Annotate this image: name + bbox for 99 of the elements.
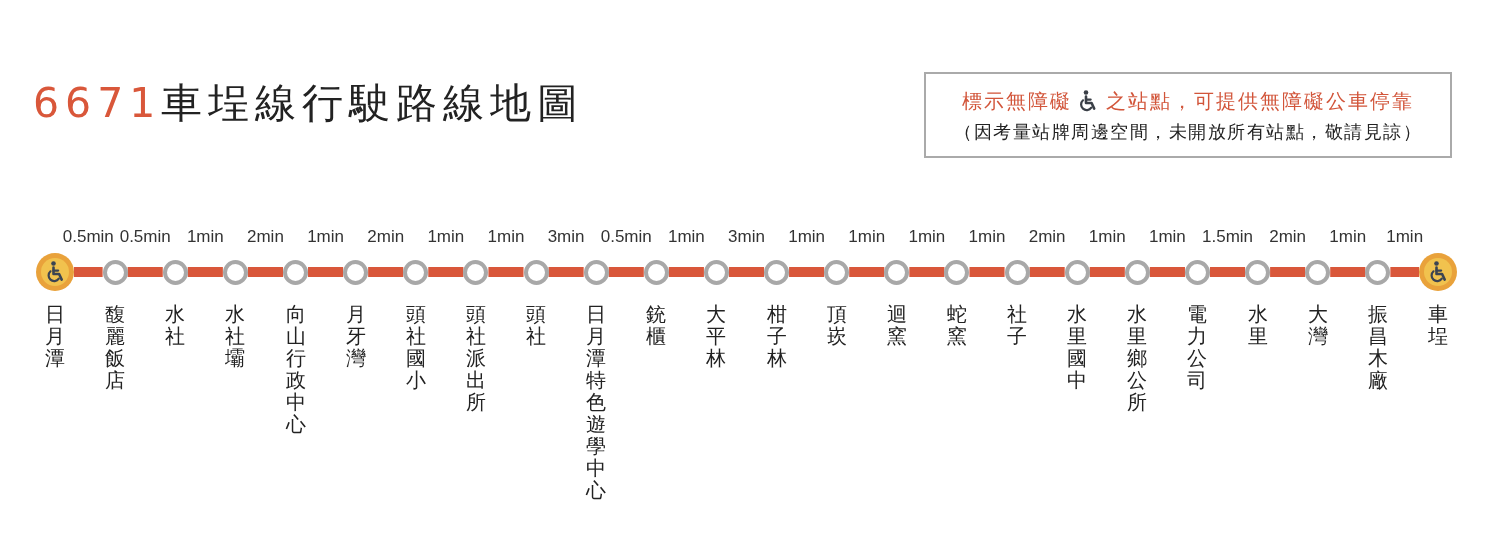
note-text: 之站點，可提供無障礙公車停靠 [1106,88,1414,113]
travel-time-label: 1min [1148,227,1186,247]
route-line [308,267,344,277]
station-name: 頭社 [526,303,547,347]
station-circle-icon [884,259,910,285]
route-line [1149,267,1185,277]
station-name: 銃櫃 [646,303,667,347]
station-name: 社子 [1007,303,1028,347]
route-line [74,267,103,277]
travel-time-label: 2min [1269,227,1307,247]
station-name: 大灣 [1307,303,1328,347]
travel-time-label: 0.5min [119,227,171,247]
note-text: （因考量站牌周邊空間，未開放所有站點，敬請見諒） [954,120,1422,143]
travel-time-label: 1min [908,227,946,247]
travel-time-label: 1min [307,227,344,247]
wheelchair-icon [1419,253,1457,291]
route-line [668,267,704,277]
route-line [247,267,283,277]
station-name: 月牙灣 [345,303,366,369]
route-line [1029,267,1065,277]
route-line [368,267,404,277]
station-name: 水里鄉公所 [1127,303,1148,413]
station-name: 迴窯 [886,303,907,347]
travel-time-label: 1min [1329,227,1367,247]
station-circle-icon [162,259,188,285]
station-name: 頂崁 [826,303,847,347]
route-line [1089,267,1125,277]
station-name: 水里 [1247,303,1268,347]
route-line [127,267,163,277]
station-name: 電力公司 [1187,303,1208,391]
route-line [1270,267,1306,277]
station-name: 頭社派出所 [465,303,486,413]
station-name: 蛇窯 [946,303,967,347]
station-circle-icon [1004,259,1030,285]
travel-time-label: 1min [788,227,826,247]
station-name: 日月潭 [45,303,65,369]
station-name: 大平林 [706,303,727,369]
station-name: 水里國中 [1067,303,1088,391]
travel-time-label: 2min [247,227,284,247]
route-line [548,267,584,277]
route-line [1330,267,1366,277]
station-circle-icon [283,259,308,285]
station-name: 車埕 [1428,303,1448,347]
route-line [488,267,524,277]
travel-time-label: 1min [1386,227,1424,247]
station-circle-icon [1245,259,1271,285]
route-line [187,267,223,277]
travel-time-label: 1min [848,227,886,247]
station-circle-icon [703,259,729,285]
travel-time-label: 3min [728,227,765,247]
route-line [1390,267,1419,277]
route-line [1209,267,1246,277]
station-circle-icon [824,259,850,285]
route-line [728,267,765,277]
station-circle-icon [523,259,549,285]
route-line [608,267,644,277]
title: 6671車埕線行駛路線地圖 [33,79,585,129]
station-circle-icon [1184,259,1210,285]
travel-time-label: 1min [487,227,525,247]
station-circle-icon [944,259,970,285]
station-name: 柑子林 [766,303,787,369]
station-name: 向山行政中心 [285,303,306,435]
wheelchair-icon [36,253,74,291]
route-line [789,267,825,277]
route-line [909,267,945,277]
station-name: 頭社國小 [405,303,426,391]
station-circle-icon [1365,259,1391,285]
station-circle-icon [583,259,609,285]
station-circle-icon [1064,259,1090,285]
travel-time-label: 0.5min [62,227,114,247]
travel-time-label: 2min [367,227,405,247]
travel-time-label: 1min [427,227,465,247]
note-text: 標示無障礙 [962,88,1072,113]
station-circle-icon [343,259,369,285]
travel-time-label: 1.5min [1202,227,1254,247]
station-name: 振昌木廠 [1367,303,1388,391]
station-circle-icon [1124,259,1150,285]
travel-time-label: 1min [667,227,705,247]
travel-time-label: 1min [186,227,224,247]
station-name: 水社 [165,303,186,347]
station-name: 馥麗飯店 [105,303,126,391]
station-circle-icon [403,259,429,285]
travel-time-label: 0.5min [600,227,652,247]
route-line [849,267,885,277]
station-circle-icon [222,259,248,285]
station-name: 水社壩 [225,303,246,369]
station-circle-icon [102,259,128,285]
travel-time-label: 2min [1028,227,1066,247]
travel-time-label: 1min [968,227,1006,247]
travel-time-label: 1min [1088,227,1126,247]
station-circle-icon [463,259,489,285]
station-circle-icon [764,259,790,285]
note-box [924,72,1452,158]
route-line [969,267,1005,277]
travel-time-label: 3min [547,227,585,247]
station-circle-icon [1305,259,1331,285]
station-circle-icon [643,259,669,285]
station-name: 日月潭特色遊學中心 [586,303,607,501]
route-line [428,267,464,277]
